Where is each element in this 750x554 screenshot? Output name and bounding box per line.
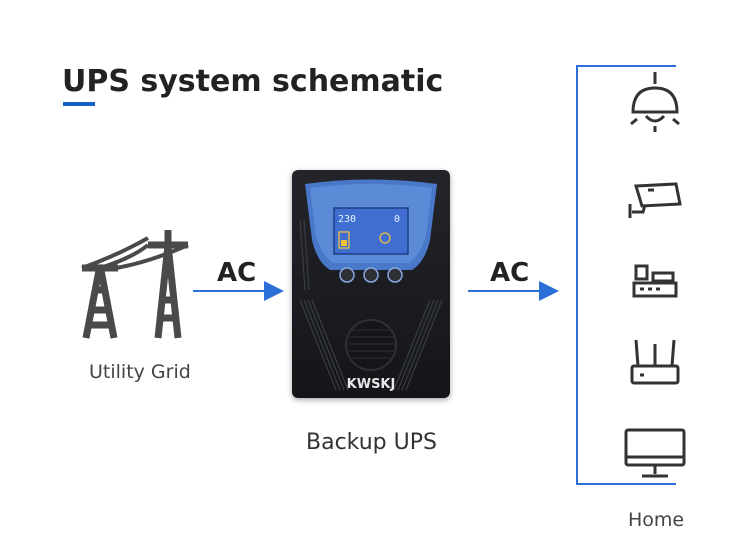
battery-icon	[338, 231, 350, 249]
home-bracket	[576, 65, 676, 485]
home-label: Home	[628, 509, 685, 531]
monitor-icon	[624, 428, 686, 478]
utility-grid-label: Utility Grid	[89, 361, 191, 383]
bulb-icon	[379, 232, 391, 244]
security-camera-icon	[628, 182, 682, 218]
ups-button-onoff[interactable]	[339, 267, 355, 283]
ups-button-mute[interactable]	[387, 267, 403, 283]
backup-ups-label: Backup UPS	[306, 430, 437, 455]
page-title: UPS system schematic	[62, 64, 444, 99]
ac-label-right: AC	[490, 258, 530, 288]
ups-voltage-readout: 230	[338, 214, 356, 225]
ups-brand-label: KWSKJ	[346, 377, 396, 392]
ups-load-readout: 0	[394, 214, 400, 225]
cash-register-icon	[632, 264, 678, 298]
ceiling-lamp-icon	[630, 72, 680, 132]
ac-label-left: AC	[217, 258, 257, 288]
ups-button-function[interactable]	[363, 267, 379, 283]
title-underline	[63, 102, 95, 106]
wifi-router-icon	[630, 339, 680, 385]
